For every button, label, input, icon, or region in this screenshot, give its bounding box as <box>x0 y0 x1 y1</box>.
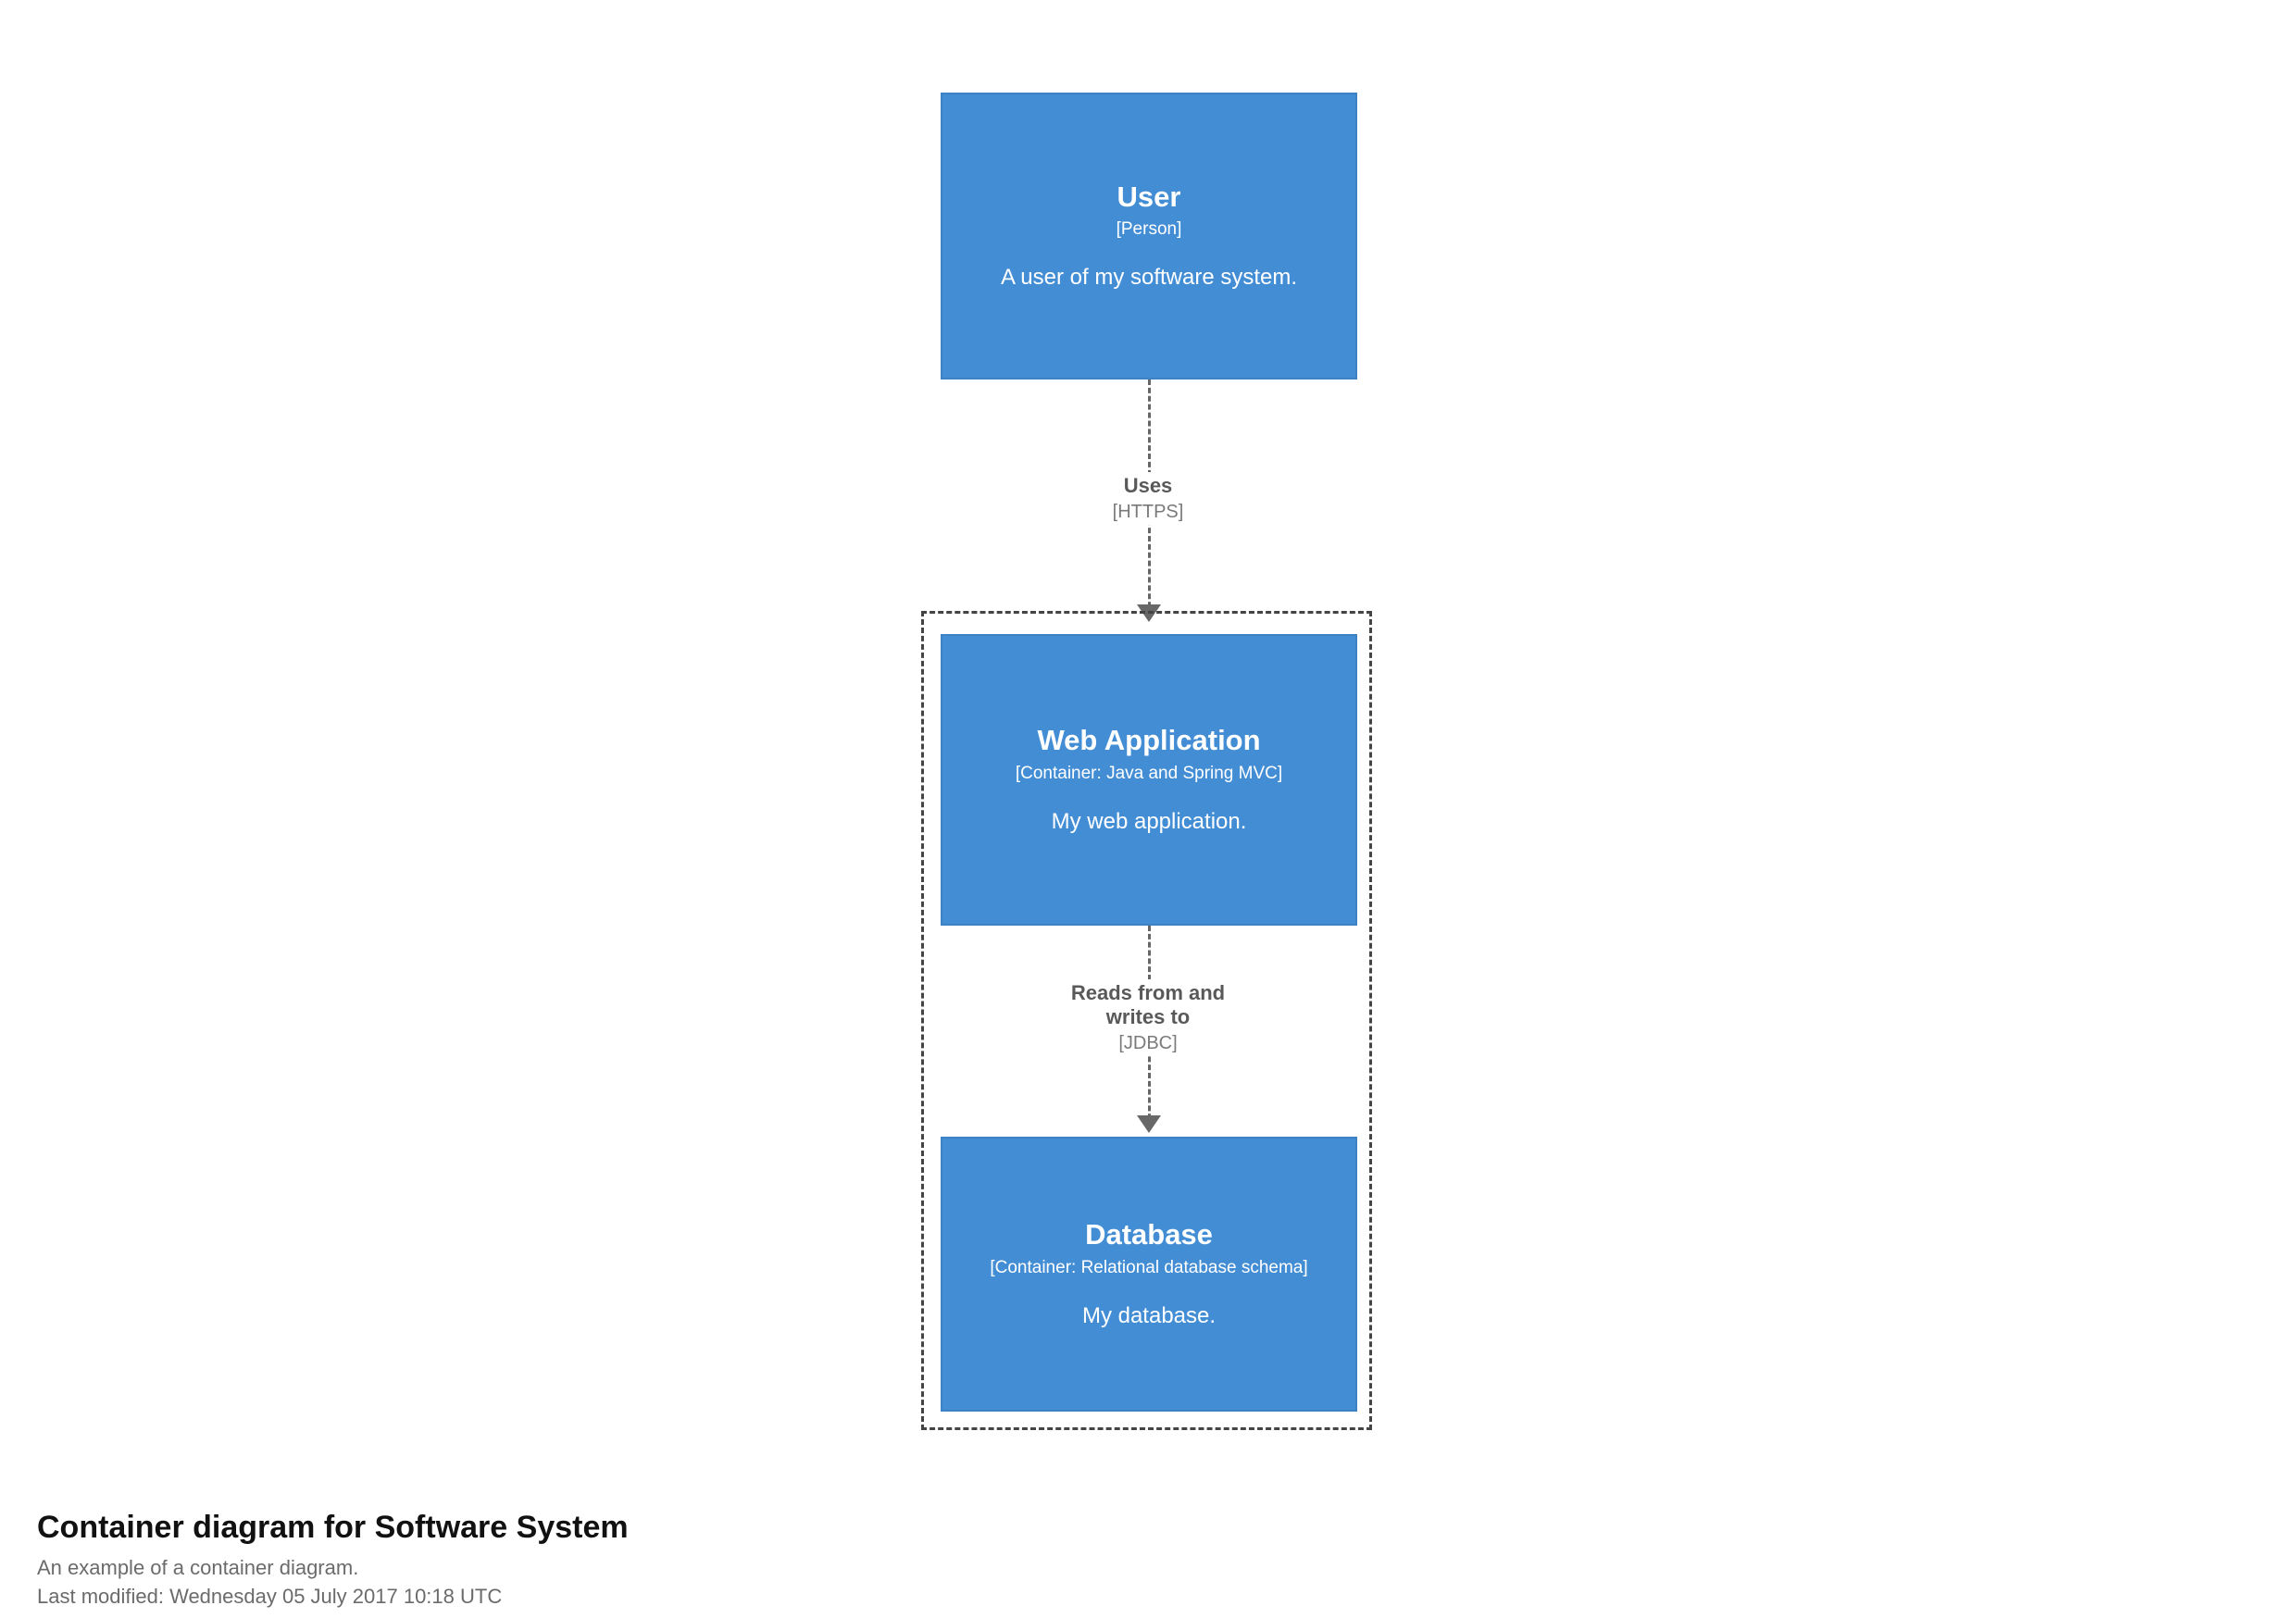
relationship-technology-user-to-webapp: [HTTPS] <box>1112 501 1184 522</box>
diagram-title: Container diagram for Software System <box>37 1510 629 1545</box>
node-name-user: User <box>1117 180 1181 213</box>
relationship-label-webapp-to-database: Reads from and writes to [JDBC] <box>1009 979 1287 1056</box>
relationship-arrowhead-webapp-to-database <box>1137 1115 1161 1133</box>
relationship-description-user-to-webapp: Uses <box>1123 474 1173 497</box>
node-technology-user: [Person] <box>1116 219 1182 240</box>
diagram-caption: Container diagram for Software System An… <box>37 1509 1333 1611</box>
node-technology-web-application: [Container: Java and Spring MVC] <box>1015 763 1283 783</box>
diagram-description: An example of a container diagram. <box>37 1555 359 1579</box>
diagram-last-modified: Last modified: Wednesday 05 July 2017 10… <box>37 1585 503 1609</box>
node-technology-database: [Container: Relational database schema] <box>990 1257 1308 1277</box>
diagram-node-database[interactable]: Database [Container: Relational database… <box>941 1137 1357 1412</box>
node-name-database: Database <box>1085 1218 1213 1251</box>
relationship-label-user-to-webapp: Uses [HTTPS] <box>1009 472 1287 525</box>
diagram-node-web-application[interactable]: Web Application [Container: Java and Spr… <box>941 634 1357 926</box>
software-system-boundary <box>921 611 1372 1430</box>
relationship-description-webapp-to-database: Reads from and writes to <box>1070 981 1226 1028</box>
node-description-user: A user of my software system. <box>1000 265 1298 291</box>
diagram-node-user[interactable]: User [Person] A user of my software syst… <box>941 93 1357 380</box>
node-description-web-application: My web application. <box>1051 808 1247 834</box>
node-description-database: My database. <box>1081 1302 1217 1328</box>
node-name-web-application: Web Application <box>1037 724 1261 757</box>
relationship-technology-webapp-to-database: [JDBC] <box>1118 1032 1178 1053</box>
